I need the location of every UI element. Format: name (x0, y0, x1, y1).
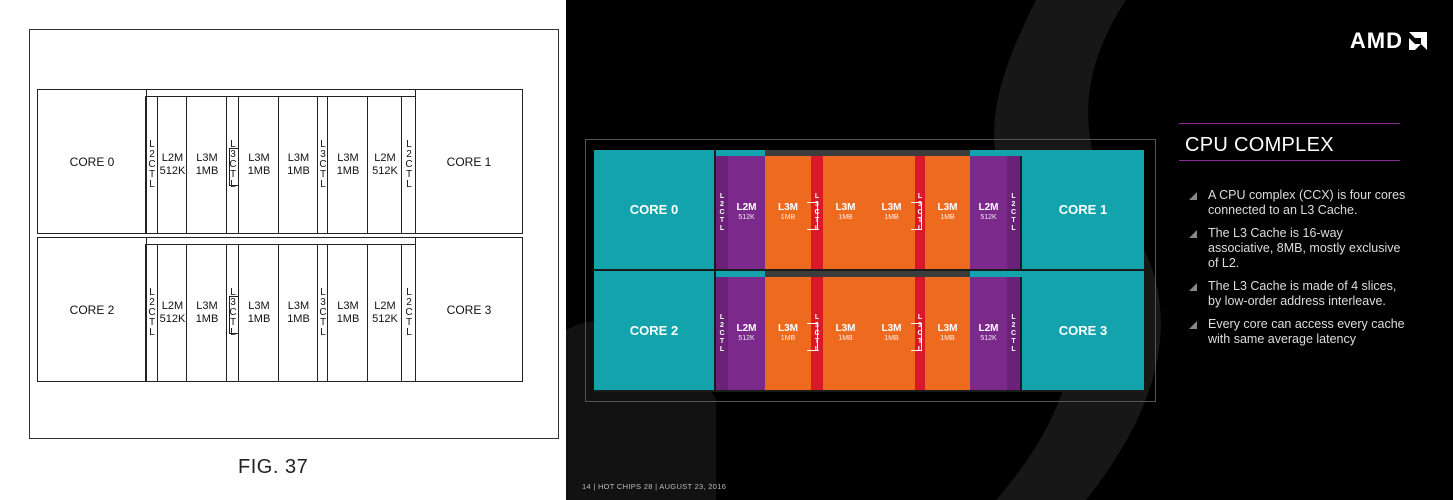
die-bracket (807, 202, 818, 230)
patent-core-block: CORE 3 (415, 237, 523, 382)
patent-bracket (229, 148, 239, 186)
die-bracket (911, 323, 922, 351)
bullet-list: A CPU complex (CCX) is four cores connec… (1189, 188, 1409, 355)
die-interconnect-strip (716, 150, 765, 156)
figure-frame (29, 29, 559, 439)
title-rule-top (1179, 123, 1400, 124)
die-core-block: CORE 0 (594, 150, 714, 269)
amd-arrow-icon (1409, 32, 1427, 50)
die-bracket (911, 202, 922, 230)
patent-core-block: CORE 0 (37, 89, 147, 234)
die-interconnect-strip (765, 271, 970, 277)
die-frame (585, 139, 1156, 402)
slide-footer: 14 | HOT CHIPS 28 | AUGUST 23, 2016 (582, 482, 727, 491)
die-interconnect-strip (765, 150, 970, 156)
bullet-item: The L3 Cache is made of 4 slices, by low… (1189, 279, 1409, 309)
die-interconnect-strip (970, 150, 1022, 156)
die-interconnect-strip (716, 271, 765, 277)
bullet-triangle-icon (1189, 321, 1197, 329)
die-bracket (807, 323, 818, 351)
patent-core-block: CORE 1 (415, 89, 523, 234)
amd-logo: AMD (1350, 28, 1427, 54)
slide-title: CPU COMPLEX (1185, 134, 1334, 156)
die-core-block: CORE 2 (594, 271, 714, 390)
bullet-triangle-icon (1189, 192, 1197, 200)
logo-text: AMD (1349, 28, 1403, 53)
bullet-triangle-icon (1189, 283, 1197, 291)
bullet-triangle-icon (1189, 230, 1197, 238)
bullet-text: A CPU complex (CCX) is four cores connec… (1208, 188, 1406, 217)
patent-bracket (229, 296, 239, 334)
die-core-block: CORE 3 (1022, 271, 1144, 390)
bullet-text: The L3 Cache is 16-way associative, 8MB,… (1208, 226, 1401, 270)
bullet-item: Every core can access every cache with s… (1189, 317, 1409, 347)
figure-caption: FIG. 37 (238, 456, 309, 478)
die-core-block: CORE 1 (1022, 150, 1144, 269)
bullet-text: Every core can access every cache with s… (1208, 317, 1405, 346)
bullet-text: The L3 Cache is made of 4 slices, by low… (1208, 279, 1397, 308)
die-interconnect-strip (970, 271, 1022, 277)
bullet-item: A CPU complex (CCX) is four cores connec… (1189, 188, 1409, 218)
bullet-item: The L3 Cache is 16-way associative, 8MB,… (1189, 226, 1409, 271)
patent-core-block: CORE 2 (37, 237, 147, 382)
title-rule-bottom (1179, 160, 1400, 161)
